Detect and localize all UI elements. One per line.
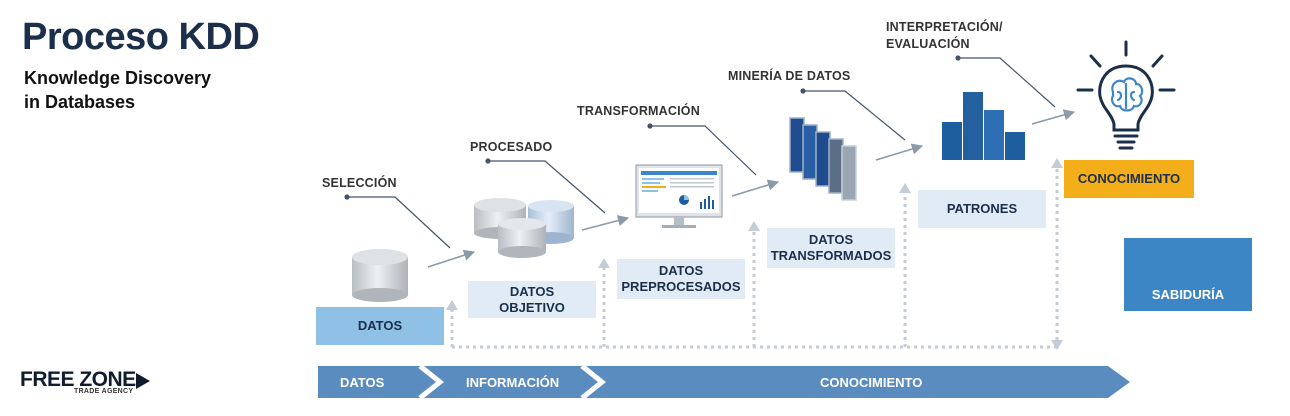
stacked-data-sheets-icon	[789, 117, 857, 201]
step-label-evaluacion: EVALUACIÓN	[886, 37, 970, 51]
step-label-interpretacion: INTERPRETACIÓN/	[886, 20, 1003, 34]
box-patrones: PATRONES	[918, 190, 1046, 228]
brand-logo-text: FREE ZONE	[20, 368, 136, 391]
monitor-dashboard-icon	[635, 164, 723, 228]
step-label-procesado: PROCESADO	[470, 140, 553, 154]
dotted-flow-lines	[450, 165, 1059, 349]
box-conocimiento: CONOCIMIENTO	[1064, 160, 1194, 198]
box-patrones-label: PATRONES	[946, 201, 1018, 216]
box-conocimiento-label: CONOCIMIENTO	[1077, 171, 1181, 186]
subtitle-line-2: in Databases	[24, 92, 136, 112]
box-datos-preprocesados: DATOS PREPROCESADOS	[617, 259, 745, 299]
box-datos-preprocesados-line2: PREPROCESADOS	[621, 279, 741, 294]
box-sabiduria-label: SABIDURÍA	[1151, 287, 1225, 302]
label-leader-lines	[344, 55, 1056, 249]
step-label-transformacion: TRANSFORMACIÓN	[577, 104, 700, 118]
brand-logo-tagline: TRADE AGENCY	[74, 388, 134, 395]
bar-segment-datos: DATOS	[340, 375, 385, 390]
bar-segment-informacion: INFORMACIÓN	[466, 375, 560, 390]
database-cylinder-icon	[352, 249, 408, 302]
box-datos-transformados: DATOS TRANSFORMADOS	[767, 228, 895, 268]
logo-arrow-icon	[136, 373, 150, 389]
box-datos-transformados-line2: TRANSFORMADOS	[770, 248, 892, 263]
bottom-chevron-bar	[318, 364, 1130, 400]
lightbulb-brain-icon	[1076, 40, 1176, 150]
brain-icon	[1110, 77, 1144, 112]
patterns-bar-chart-icon	[942, 92, 1025, 160]
step-label-mineria: MINERÍA DE DATOS	[728, 69, 851, 83]
box-datos-label: DATOS	[357, 318, 403, 333]
box-datos: DATOS	[316, 307, 444, 345]
database-cluster-icon	[474, 198, 574, 258]
box-datos-preprocesados-line1: DATOS	[658, 263, 704, 278]
box-datos-objetivo-line1: DATOS	[509, 283, 555, 299]
riser-arrowheads	[446, 158, 1063, 350]
stage-arrows	[427, 109, 1076, 268]
box-datos-transformados-line1: DATOS	[808, 232, 854, 247]
bar-segment-conocimiento: CONOCIMIENTO	[820, 375, 923, 390]
box-sabiduria: SABIDURÍA	[1124, 238, 1252, 311]
box-datos-objetivo: DATOS OBJETIVO	[468, 281, 596, 318]
step-label-seleccion: SELECCIÓN	[322, 176, 397, 190]
box-datos-objetivo-line2: OBJETIVO	[499, 299, 565, 315]
page-title: Proceso KDD	[22, 16, 260, 58]
subtitle-line-1: Knowledge Discovery	[24, 68, 212, 88]
